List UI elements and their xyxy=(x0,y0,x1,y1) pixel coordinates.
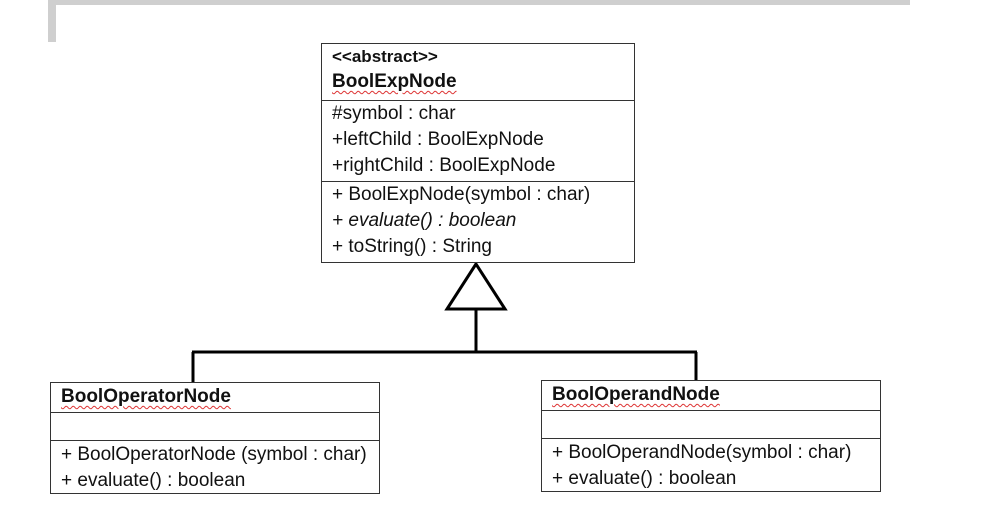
operation-item: + evaluate() : boolean xyxy=(552,468,737,489)
operation-item: + toString() : String xyxy=(332,236,492,257)
class-name: BoolExpNode xyxy=(332,71,457,92)
document-frame-top xyxy=(48,0,910,5)
class-boolexpnode: <<abstract>> BoolExpNode #symbol : char … xyxy=(321,43,635,263)
operation-item: + evaluate() : boolean xyxy=(61,470,246,491)
class-name: BoolOperatorNode xyxy=(61,386,231,407)
attribute-item: +rightChild : BoolExpNode xyxy=(332,155,556,176)
attributes-section xyxy=(51,412,379,440)
operation-item: + evaluate() : boolean xyxy=(332,210,517,231)
stereotype-label: <<abstract>> xyxy=(332,47,438,66)
attribute-item: #symbol : char xyxy=(332,103,456,124)
class-header: BoolOperandNode xyxy=(542,381,880,410)
operations-section: + BoolExpNode(symbol : char) + evaluate(… xyxy=(322,181,634,262)
class-booloperatornode: BoolOperatorNode + BoolOperatorNode (sym… xyxy=(50,382,380,494)
attributes-section: #symbol : char +leftChild : BoolExpNode … xyxy=(322,100,634,181)
operations-section: + BoolOperatorNode (symbol : char) + eva… xyxy=(51,440,379,495)
class-header: BoolOperatorNode xyxy=(51,383,379,412)
class-booloperandnode: BoolOperandNode + BoolOperandNode(symbol… xyxy=(541,380,881,492)
inheritance-triangle xyxy=(444,261,508,311)
class-header: <<abstract>> BoolExpNode xyxy=(322,44,634,100)
operation-item: + BoolOperandNode(symbol : char) xyxy=(552,442,852,463)
document-frame-left xyxy=(48,0,56,42)
attribute-item: +leftChild : BoolExpNode xyxy=(332,129,544,150)
attributes-section xyxy=(542,410,880,438)
operation-item: + BoolExpNode(symbol : char) xyxy=(332,184,591,205)
operations-section: + BoolOperandNode(symbol : char) + evalu… xyxy=(542,438,880,493)
operation-item: + BoolOperatorNode (symbol : char) xyxy=(61,444,367,465)
class-name: BoolOperandNode xyxy=(552,384,720,405)
